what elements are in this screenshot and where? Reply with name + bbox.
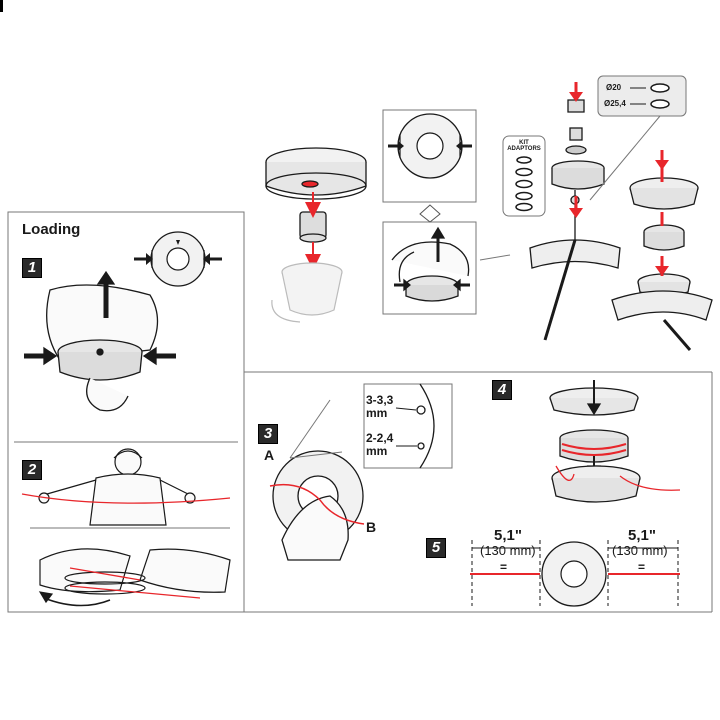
step-5-number: 5 xyxy=(426,538,446,558)
adaptor-size-box xyxy=(589,75,687,201)
faded-spool xyxy=(271,262,343,323)
cap-disc-top-box xyxy=(388,113,472,179)
loading-heading: Loading xyxy=(22,221,81,238)
head-assembly-step4 xyxy=(549,380,681,503)
cap-disc-step1 xyxy=(134,231,222,287)
equal-sign-right: = xyxy=(638,560,646,574)
large-hole-size-label: 3-3,3 mm xyxy=(366,393,394,420)
equal-sign-left: = xyxy=(500,560,508,574)
hole-detail-step3 xyxy=(363,383,453,469)
branch-arrow xyxy=(419,204,441,223)
hands-winding-line-step2 xyxy=(38,548,231,607)
person-measuring-line-step2 xyxy=(21,448,231,526)
step-2-number: 2 xyxy=(22,460,42,480)
left-length-inch: 5,1" xyxy=(494,527,522,544)
adaptor-size-20-label: Ø20 xyxy=(606,83,622,92)
bolt-part xyxy=(299,192,327,270)
adaptor-size-25-label: Ø25,4 xyxy=(604,99,626,108)
step-4-number: 4 xyxy=(492,380,512,400)
trimmer-head-top xyxy=(265,147,367,200)
exploded-head-right xyxy=(611,150,713,351)
kit-adaptors-label: KIT ADAPTORS xyxy=(507,140,541,153)
right-length-inch: 5,1" xyxy=(628,527,656,544)
adaptor-kit-box xyxy=(502,135,546,217)
line-end-a-label: A xyxy=(264,447,275,463)
step-1-number: 1 xyxy=(22,258,42,278)
corner-mark xyxy=(0,0,3,12)
measurement-step5 xyxy=(470,540,680,607)
frames xyxy=(7,109,713,613)
line-end-b-label: B xyxy=(366,519,377,535)
small-hole-size-label: 2-2,4 mm xyxy=(366,431,394,458)
step-3-number: 3 xyxy=(258,424,278,444)
right-length-mm: (130 mm) xyxy=(612,543,668,558)
arrow-to-shaft xyxy=(479,254,511,261)
trimmer-shaft-assembly xyxy=(529,82,621,341)
left-length-mm: (130 mm) xyxy=(480,543,536,558)
squeeze-hand-box xyxy=(391,226,470,302)
hands-squeeze-head-step1 xyxy=(24,270,176,412)
hand-threading-step3 xyxy=(269,399,365,561)
